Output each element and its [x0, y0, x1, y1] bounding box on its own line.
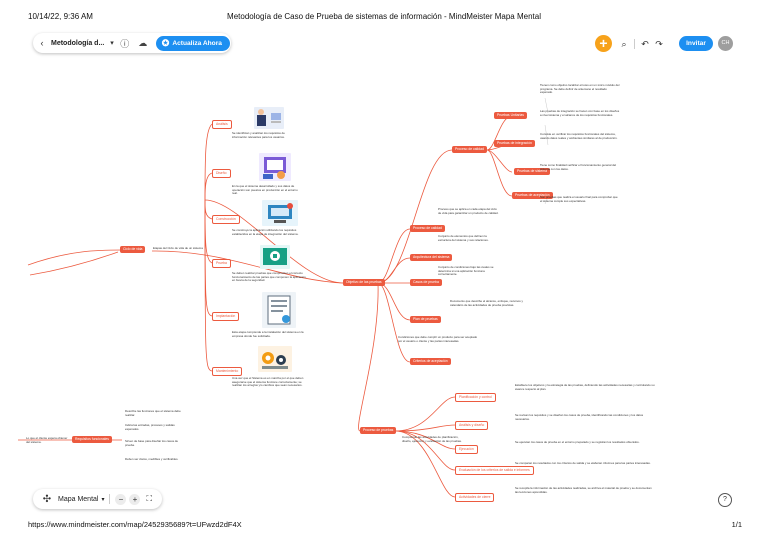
print-url: https://www.mindmeister.com/map/24529356… [28, 520, 242, 529]
node-arquitectura[interactable]: Arquitectura del sistema [410, 254, 453, 261]
maintenance-illustration-image [258, 346, 292, 372]
node-analisis-diseno[interactable]: Análisis y diseño [455, 421, 489, 430]
note-left-definition: Lo que el cliente espera obtener del sis… [26, 436, 68, 444]
note-left-2: Indica las entradas, procesos y salidas … [125, 423, 175, 431]
avatar[interactable]: CH [718, 36, 733, 51]
divider [109, 494, 111, 504]
implementation-illustration-image [262, 292, 296, 328]
node-evaluacion[interactable]: Evaluación de los criterios de salida e … [455, 466, 534, 475]
node-diseno[interactable]: Diseño [212, 169, 231, 178]
node-casos-de-prueba[interactable]: Casos de prueba [410, 279, 442, 286]
node-prueba[interactable]: Prueba [212, 259, 231, 268]
node-planificacion[interactable]: Planificación y control [455, 393, 496, 402]
note-proceso-de-pruebas: Comprende las actividades de planificaci… [402, 435, 462, 443]
mindmap-view-icon[interactable]: ✣ [42, 493, 52, 505]
note-pruebas-aceptacion: Son pruebas que realiza el usuario final… [540, 195, 618, 203]
node-proceso-calidad-header[interactable]: Proceso de calidad [452, 146, 487, 153]
fit-screen-icon[interactable]: ⛶ [146, 494, 153, 503]
print-title: Metodología de Caso de Prueba de sistema… [227, 12, 541, 21]
testing-illustration-image [260, 245, 290, 269]
design-illustration-image [259, 153, 291, 181]
node-pruebas-integracion[interactable]: Pruebas de integración [494, 140, 535, 147]
zoom-in-button[interactable]: + [129, 493, 141, 505]
note-analisis-diseno: Se revisan los requisitos y se diseñan l… [515, 413, 644, 421]
note-proceso-de-calidad: Proceso que se aplica en cada etapa del … [438, 207, 499, 215]
divider [634, 39, 635, 49]
node-cierre[interactable]: Actividades de cierre [455, 493, 495, 502]
invite-button[interactable]: Invitar [679, 36, 713, 51]
map-title[interactable]: Metodología d... [51, 39, 105, 47]
note-left-3: Sirven de base para diseñar los casos de… [125, 439, 179, 447]
upgrade-button[interactable]: ✪ Actualiza Ahora [155, 35, 230, 51]
zoom-out-button[interactable]: − [115, 493, 127, 505]
node-pruebas-sistema[interactable]: Pruebas de sistema [514, 168, 550, 175]
star-icon: ✪ [161, 37, 170, 48]
chevron-down-icon[interactable]: ▾ [101, 496, 105, 503]
note-cierre: Se recopila la información de las activi… [515, 486, 652, 494]
note-criterios-aceptacion: Condiciones que debe cumplir un producto… [398, 335, 478, 343]
view-label[interactable]: Mapa Mental [58, 495, 99, 503]
node-implantacion[interactable]: Implantación [212, 312, 240, 321]
print-page-number: 1/1 [731, 520, 742, 529]
node-analisis[interactable]: Análisis [212, 120, 232, 129]
search-icon[interactable]: ⌕ [621, 38, 627, 49]
note-arquitectura: Conjunto de elementos que definen la est… [438, 234, 489, 242]
redo-icon[interactable]: ↷ [655, 38, 663, 49]
view-toolbar: ✣ Mapa Mental ▾ − + ⛶ [33, 489, 162, 509]
node-requisitos-funcionales[interactable]: Requisitos funcionales [72, 436, 112, 443]
node-central[interactable]: Objetivo de las pruebas [343, 279, 385, 286]
note-casos-de-prueba: Conjunto de condiciones bajo las cuales … [438, 265, 494, 277]
analysis-illustration-image [254, 107, 284, 129]
node-proceso-de-pruebas[interactable]: Proceso de pruebas [360, 427, 397, 434]
right-toolbar: ⌕ ↶ ↷ [617, 36, 737, 52]
map-title-toolbar: ‹ Metodología d... ▾ ⓘ ☁ ✪ Actualiza Aho… [33, 33, 231, 53]
help-button[interactable]: ? [718, 493, 732, 507]
note-pruebas-sistema-detalle: Consiste en verificar los requisitos fun… [540, 132, 618, 140]
note-pruebas-sistema: Tiene como finalidad verificar el funcio… [540, 163, 617, 171]
upgrade-label: Actualiza Ahora [172, 39, 222, 47]
cloud-upload-icon[interactable]: ☁ [138, 37, 148, 48]
note-plan-de-pruebas: Documento que describe el alcance, enfoq… [450, 299, 523, 307]
chevron-down-icon[interactable]: ▾ [110, 40, 114, 47]
undo-icon[interactable]: ↶ [641, 38, 649, 49]
node-pruebas-unitarias[interactable]: Pruebas Unitarias [494, 112, 527, 119]
node-mantenimiento[interactable]: Mantenimiento [212, 367, 243, 376]
node-plan-de-pruebas[interactable]: Plan de pruebas [410, 316, 441, 323]
node-pruebas-aceptacion[interactable]: Pruebas de aceptación [512, 192, 553, 199]
node-ejecucion[interactable]: Ejecución [455, 445, 478, 454]
note-construccion: Se construye la aplicación utilizando lo… [232, 228, 299, 236]
note-ejecucion: Se ejecutan los casos de prueba en el en… [515, 440, 640, 444]
note-mantenimiento: Una vez que el Sistema es en marcha por … [232, 376, 304, 388]
node-proceso-de-calidad[interactable]: Proceso de calidad [410, 225, 445, 232]
note-ciclo-de-vida: Etapas del Ciclo de vida de un sistema [153, 246, 203, 250]
note-pruebas-unitarias: Tienen como objetivo localizar errores e… [540, 83, 620, 95]
construction-illustration-image [262, 200, 298, 226]
note-left-4: Deben ser claros, medibles y verificable… [125, 457, 179, 461]
info-icon[interactable]: ⓘ [120, 38, 130, 49]
note-evaluacion: Se comparan los resultados con los crite… [515, 461, 651, 465]
note-pruebas-integracion: Las pruebas de integración se hacen con … [540, 109, 620, 117]
note-analisis: Se identifican y analizan los requisitos… [232, 131, 285, 139]
note-planificacion: Establece los objetivos y la estrategia … [515, 383, 655, 391]
note-implantacion: Esta etapa comprende a la instalación de… [232, 330, 304, 338]
chevron-left-icon[interactable]: ‹ [40, 38, 44, 48]
note-left-1: Describe las funciones que el sistema de… [125, 409, 181, 417]
print-datetime: 10/14/22, 9:36 AM [28, 12, 93, 21]
note-diseno: En la que el sistema desarrollado y sus … [232, 184, 298, 196]
note-prueba: Se deben realizar pruebas que comprueben… [232, 271, 307, 283]
node-construccion[interactable]: Construcción [212, 215, 240, 224]
node-criterios-aceptacion[interactable]: Criterios de aceptación [410, 358, 451, 365]
node-ciclo-de-vida[interactable]: Ciclo de vida [120, 246, 146, 253]
add-topic-button[interactable]: + [595, 35, 612, 52]
